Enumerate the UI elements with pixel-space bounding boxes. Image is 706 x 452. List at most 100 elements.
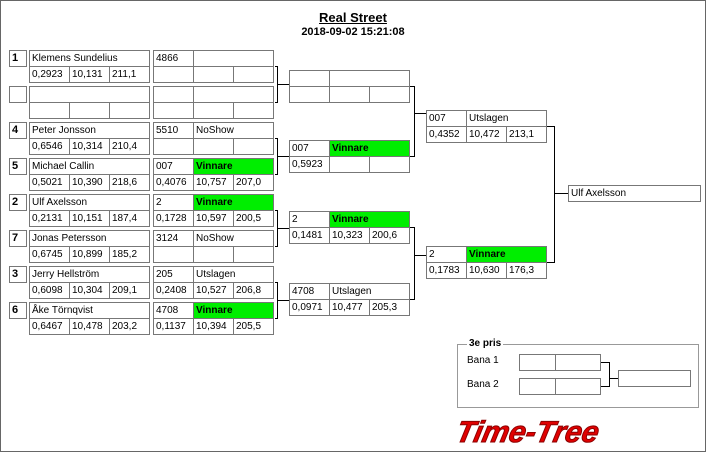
- logo-text: Time-Tree: [453, 416, 602, 448]
- round2-code: 4708: [289, 283, 330, 300]
- semi-speed: 213,1: [506, 126, 547, 143]
- racer-name: Peter Jonsson: [29, 122, 150, 139]
- bracket-connector: [414, 227, 415, 300]
- bracket-connector: [277, 228, 289, 229]
- round2-status: Utslagen: [329, 283, 410, 300]
- round1-result-reaction: 0,4076: [153, 174, 194, 191]
- third-connector: [601, 386, 609, 387]
- racer-reaction: 0,2923: [29, 66, 70, 83]
- round1-result-et: [193, 246, 234, 263]
- semi-et: 10,472: [466, 126, 507, 143]
- racer-et: [69, 102, 110, 119]
- semi-et: 10,630: [466, 262, 507, 279]
- bracket-connector: [410, 299, 415, 300]
- round1-result-status: Vinnare: [193, 302, 274, 319]
- seed-number: 6: [9, 302, 27, 319]
- bracket-connector: [277, 84, 289, 85]
- racer-reaction: [29, 102, 70, 119]
- round1-result-reaction: [153, 246, 194, 263]
- racer-reaction: 0,6745: [29, 246, 70, 263]
- bracket-connector: [275, 282, 278, 283]
- event-datetime: 2018-09-02 15:21:08: [301, 26, 405, 38]
- racer-name: Michael Callin: [29, 158, 150, 175]
- round2-et: 10,477: [329, 299, 370, 316]
- round2-reaction: 0,5923: [289, 156, 330, 173]
- racer-speed: 185,2: [109, 246, 150, 263]
- round1-result-status: Utslagen: [193, 266, 274, 283]
- seed-number: 1: [9, 50, 27, 67]
- bracket-connector: [554, 126, 555, 263]
- round2-reaction: 0,0971: [289, 299, 330, 316]
- round1-result-speed: [233, 66, 274, 83]
- racer-name: Jerry Hellström: [29, 266, 150, 283]
- bracket-connector: [275, 138, 278, 139]
- round1-result-speed: 200,5: [233, 210, 274, 227]
- third-place-result: [618, 370, 691, 387]
- bracket-connector: [414, 113, 426, 114]
- third-lane2-cell-b: [555, 378, 601, 395]
- semi-status: Utslagen: [466, 110, 547, 127]
- third-connector: [609, 362, 610, 387]
- semi-speed: 176,3: [506, 262, 547, 279]
- third-lane1-cell-b: [555, 354, 601, 371]
- round1-result-speed: 207,0: [233, 174, 274, 191]
- event-title: Real Street: [319, 10, 387, 25]
- round2-status: Vinnare: [329, 211, 410, 228]
- racer-name: Klemens Sundelius: [29, 50, 150, 67]
- bracket-connector: [275, 66, 278, 67]
- round1-result-code: 2: [153, 194, 194, 211]
- racer-et: 10,314: [69, 138, 110, 155]
- racer-et: 10,390: [69, 174, 110, 191]
- bracket-connector: [275, 246, 278, 247]
- semi-code: 007: [426, 110, 467, 127]
- racer-reaction: 0,5021: [29, 174, 70, 191]
- seed-number: 4: [9, 122, 27, 139]
- racer-et: 10,151: [69, 210, 110, 227]
- racer-et: 10,478: [69, 318, 110, 335]
- lane1-label: Bana 1: [467, 355, 499, 366]
- racer-name: Ulf Axelsson: [29, 194, 150, 211]
- racer-speed: 211,1: [109, 66, 150, 83]
- round1-result-speed: [233, 246, 274, 263]
- round2-code: 007: [289, 140, 330, 157]
- bracket-connector: [275, 210, 278, 211]
- racer-speed: 203,2: [109, 318, 150, 335]
- bracket-connector: [275, 318, 278, 319]
- round1-result-et: [193, 102, 234, 119]
- round1-result-code: 3124: [153, 230, 194, 247]
- bracket-connector: [547, 262, 555, 263]
- round1-result-et: [193, 138, 234, 155]
- third-place-group: [457, 344, 699, 408]
- round2-reaction: 0,1481: [289, 227, 330, 244]
- racer-reaction: 0,6467: [29, 318, 70, 335]
- round1-result-reaction: 0,1728: [153, 210, 194, 227]
- round2-speed: [369, 86, 410, 103]
- round2-status: [329, 70, 410, 87]
- round1-result-et: 10,527: [193, 282, 234, 299]
- round1-result-et: 10,757: [193, 174, 234, 191]
- semi-reaction: 0,1783: [426, 262, 467, 279]
- round1-result-status: NoShow: [193, 230, 274, 247]
- seed-number: 2: [9, 194, 27, 211]
- bracket-connector: [414, 86, 415, 157]
- bracket-connector: [410, 86, 415, 87]
- bracket-connector: [277, 300, 289, 301]
- round1-result-status: Vinnare: [193, 194, 274, 211]
- round2-et: [329, 156, 370, 173]
- round1-result-speed: 205,5: [233, 318, 274, 335]
- round1-result-reaction: [153, 138, 194, 155]
- seed-number: 5: [9, 158, 27, 175]
- bracket-connector: [275, 102, 278, 103]
- bracket-connector: [275, 174, 278, 175]
- round1-result-speed: [233, 102, 274, 119]
- bracket-connector: [410, 156, 415, 157]
- round2-et: 10,323: [329, 227, 370, 244]
- racer-speed: 187,4: [109, 210, 150, 227]
- semi-status: Vinnare: [466, 246, 547, 263]
- seed-number: [9, 86, 27, 103]
- bracket-connector: [410, 227, 415, 228]
- racer-reaction: 0,6546: [29, 138, 70, 155]
- round1-result-speed: 206,8: [233, 282, 274, 299]
- round1-result-reaction: [153, 66, 194, 83]
